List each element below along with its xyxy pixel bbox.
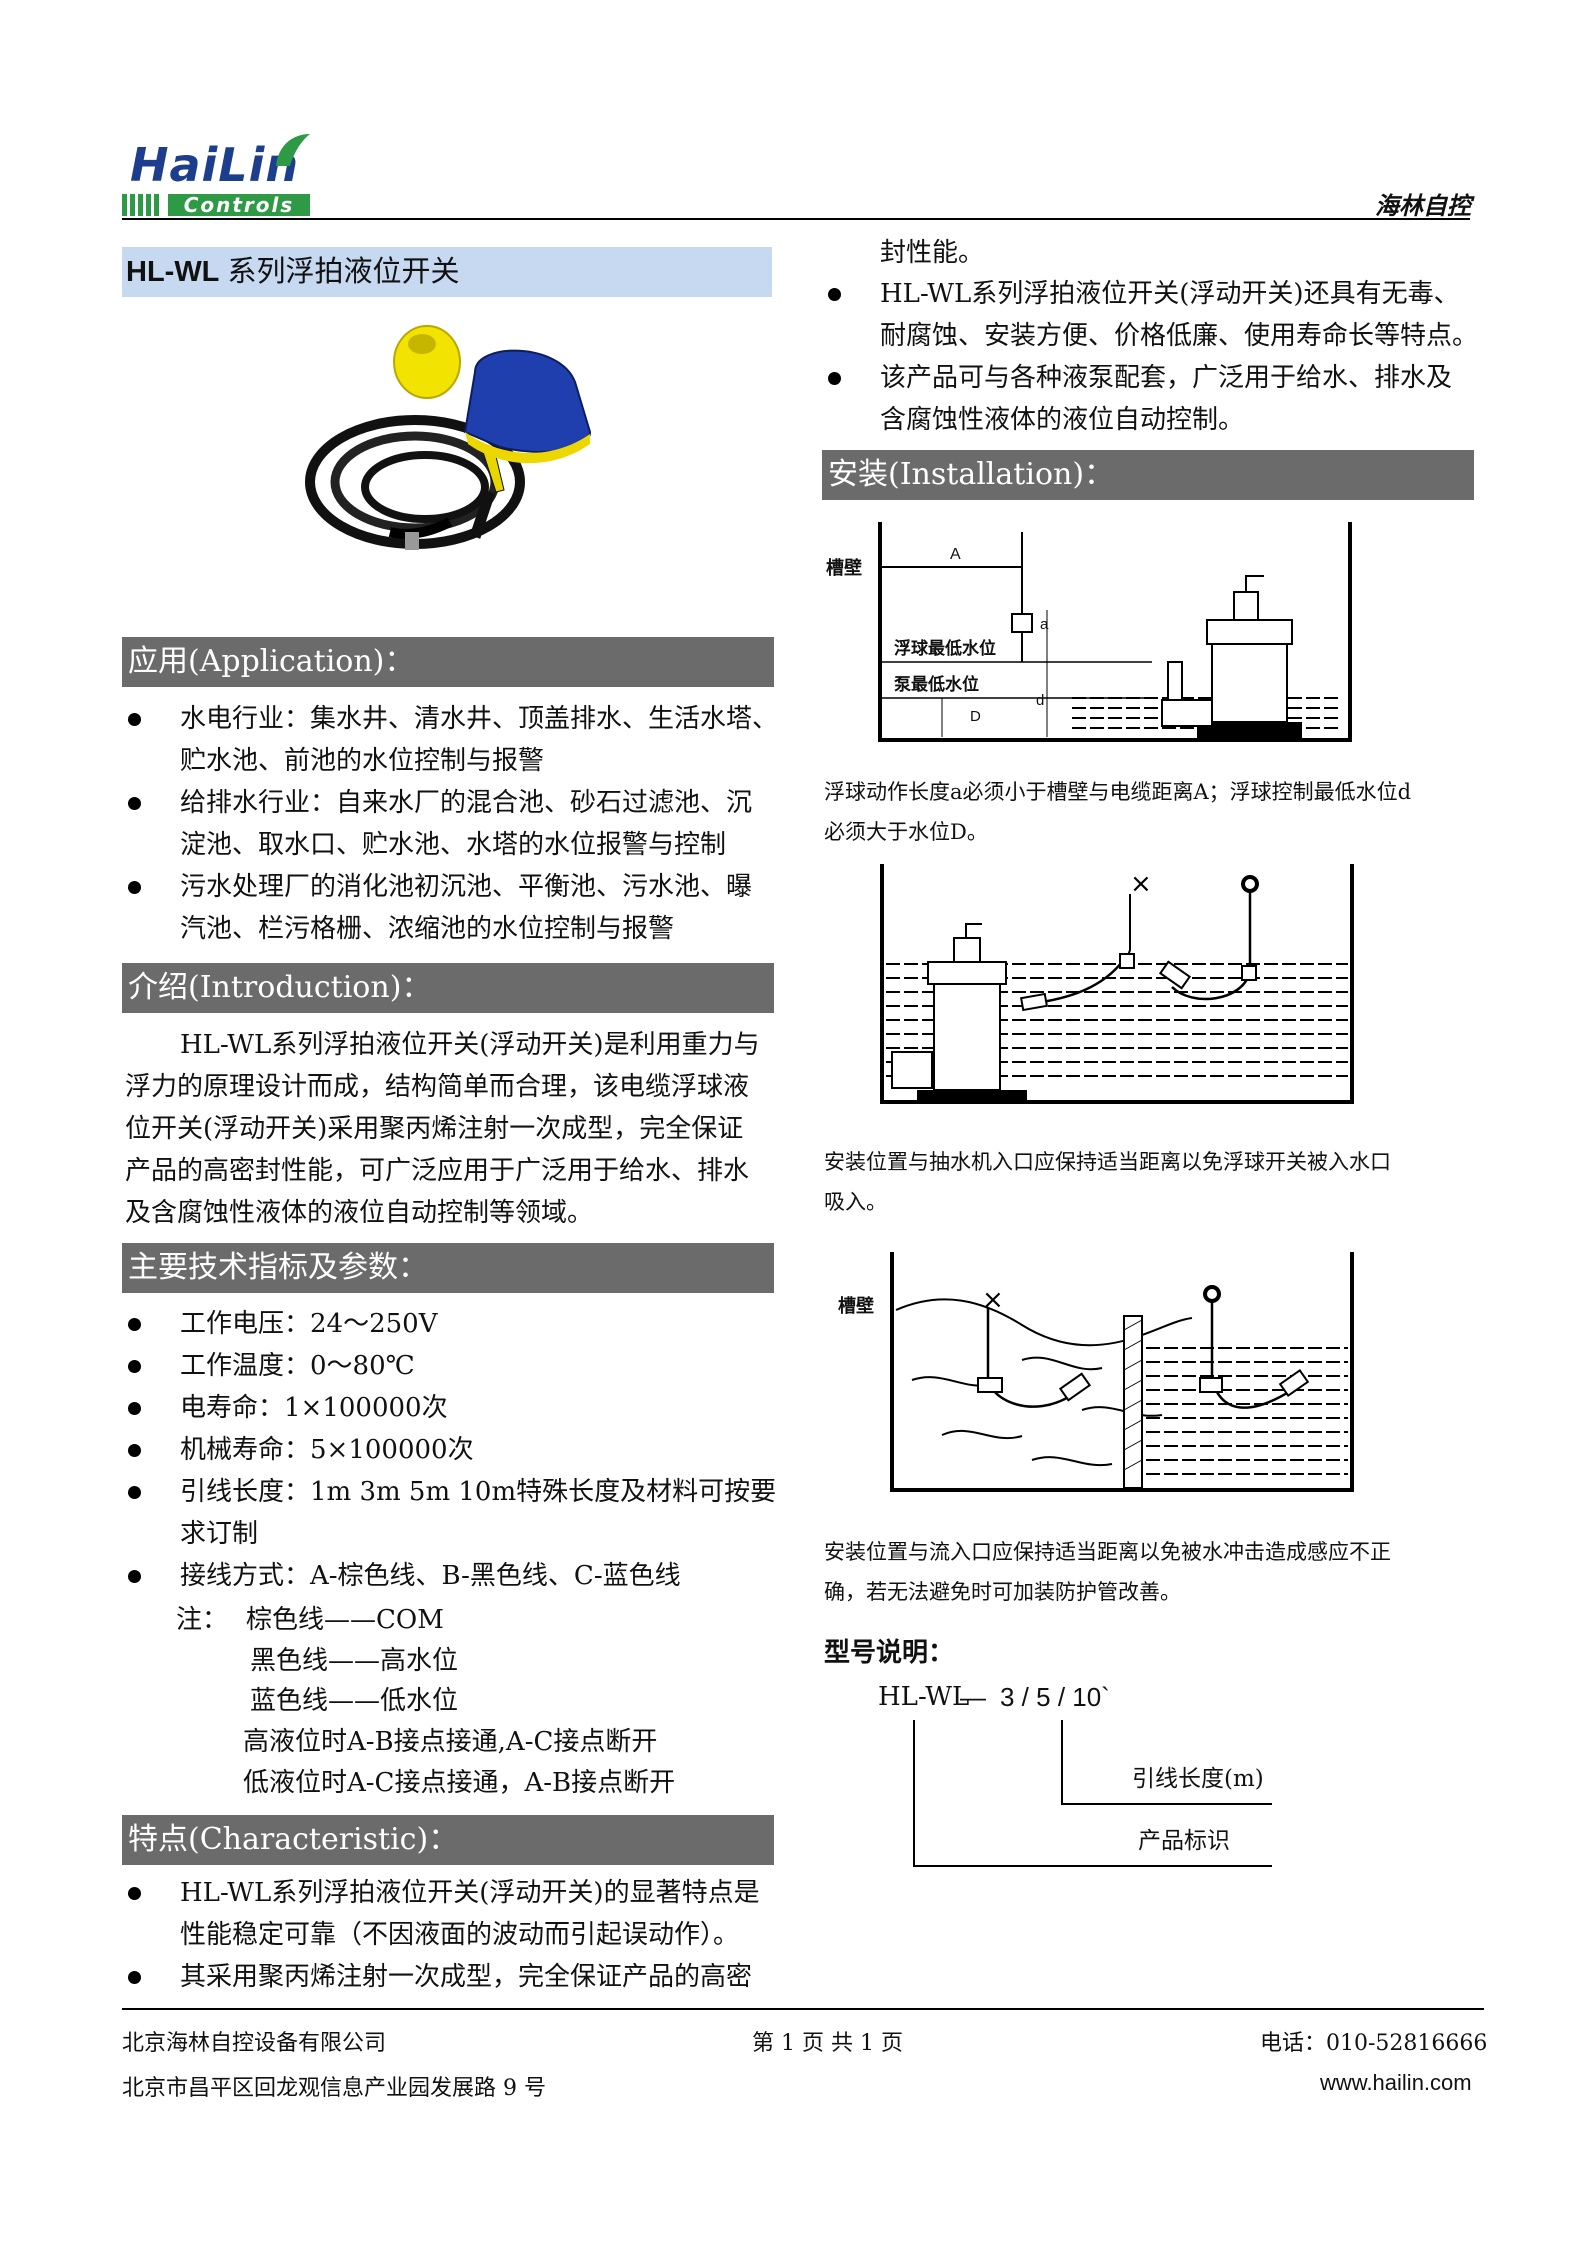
installation-caption-3: 安装位置与流入口应保持适当距离以免被水冲击造成感应不正 确，若无法避免时可加装防… [824, 1540, 1391, 1604]
footer-address: 北京市昌平区回龙观信息产业园发展路 9 号 [122, 2076, 546, 2101]
feature-item: 该产品可与各种液泵配套，广泛用于给水、排水及 含腐蚀性液体的液位自动控制。 [880, 363, 1453, 435]
section-installation: 安装(Installation)： [822, 450, 1474, 500]
model-code-dash: — [960, 1682, 986, 1712]
application-item: 水电行业：集水井、清水井、顶盖排水、生活水塔、 贮水池、前池的水位控制与报警 [180, 704, 779, 776]
diagram1-d: d [1036, 692, 1045, 709]
bullet-icon [128, 1887, 141, 1900]
section-application: 应用(Application)： [122, 637, 774, 687]
footer-page: 第 1 页 共 1 页 [752, 2031, 903, 2056]
installation-diagram-1 [878, 522, 1352, 742]
model-code-suffix: 3 / 5 / 10` [1000, 1682, 1110, 1712]
footer-company: 北京海林自控设备有限公司 [122, 2031, 387, 2056]
model-bracket-lines [913, 1720, 1272, 1867]
application-item: 给排水行业：自来水厂的混合池、砂石过滤池、沉 淀池、取水口、贮水池、水塔的水位报… [180, 788, 753, 860]
logo-stripes [122, 194, 162, 216]
diagram1-float-level: 浮球最低水位 [894, 639, 996, 658]
leaf-icon [276, 134, 310, 166]
bullet-icon [128, 1570, 141, 1583]
section-specs: 主要技术指标及参数： [122, 1243, 774, 1293]
svg-text:×: × [982, 1285, 1004, 1315]
bullet-icon [128, 1402, 141, 1415]
feature-item: HL-WL系列浮拍液位开关(浮动开关)还具有无毒、 耐腐蚀、安装方便、价格低廉、… [880, 279, 1479, 351]
page-title: HL-WL 系列浮拍液位开关 [122, 247, 772, 297]
model-code-prefix: HL-WL [878, 1682, 970, 1712]
bullet-icon [128, 1444, 141, 1457]
diagram1-small-a: a [1040, 616, 1049, 633]
spec-item: 接线方式：A-棕色线、B-黑色线、C-蓝色线 [180, 1561, 681, 1591]
footer-website[interactable]: www.hailin.com [1320, 2070, 1472, 2095]
svg-text:×: × [1130, 869, 1152, 899]
note-item: 蓝色线——低水位 [250, 1686, 459, 1716]
bullet-icon [128, 713, 141, 726]
section-features: 特点(Characteristic)： [122, 1815, 774, 1865]
diagram1-a-label: A [950, 546, 961, 563]
bullet-icon [828, 372, 841, 385]
note-item: 黑色线——高水位 [250, 1646, 459, 1676]
feature-item: 其采用聚丙烯注射一次成型，完全保证产品的高密 [180, 1962, 753, 1992]
footer-line [122, 2008, 1484, 2010]
model-heading: 型号说明： [824, 1637, 955, 1667]
diagram1-wall-label: 槽壁 [826, 558, 862, 578]
spec-item: 工作温度：0～80℃ [180, 1351, 415, 1381]
title-name: 系列浮拍液位开关 [219, 256, 460, 288]
logo-subtext: Controls [168, 194, 310, 216]
spec-item: 机械寿命：5×100000次 [180, 1435, 474, 1465]
bullet-icon [128, 797, 141, 810]
installation-diagram-3: × [890, 1252, 1354, 1492]
bullet-icon [128, 881, 141, 894]
installation-diagram-2: × [880, 864, 1354, 1104]
installation-caption-2: 安装位置与抽水机入口应保持适当距离以免浮球开关被入水口 吸入。 [824, 1150, 1391, 1214]
bullet-icon [828, 288, 841, 301]
note-label: 注： [176, 1605, 229, 1635]
feature-item: HL-WL系列浮拍液位开关(浮动开关)的显著特点是 性能稳定可靠（不因液面的波动… [180, 1878, 760, 1950]
diagram1-pump-level: 泵最低水位 [894, 675, 979, 694]
product-image [305, 325, 592, 550]
application-item: 污水处理厂的消化池初沉池、平衡池、污水池、曝 汽池、栏污格栅、浓缩池的水位控制与… [180, 872, 753, 944]
company-short: 海林自控 [1375, 193, 1471, 220]
model-product-id: 产品标识 [1138, 1828, 1230, 1854]
title-model: HL-WL [126, 256, 220, 288]
model-lead-length: 引线长度(m) [1132, 1766, 1264, 1792]
diagram3-wall-label: 槽壁 [838, 1296, 874, 1316]
spec-item: 工作电压：24～250V [180, 1309, 438, 1339]
section-introduction: 介绍(Introduction)： [122, 963, 774, 1013]
note-item: 棕色线——COM [246, 1605, 444, 1635]
note-item: 低液位时A-C接点接通，A-B接点断开 [243, 1768, 676, 1798]
logo: HaiLin Controls [122, 130, 312, 216]
bullet-icon [128, 1360, 141, 1373]
footer-phone: 电话：010-52816666 [1260, 2031, 1488, 2056]
introduction-text: HL-WL系列浮拍液位开关(浮动开关)是利用重力与 浮力的原理设计而成，结构简单… [125, 1030, 760, 1228]
feature-item-continued: 封性能。 [880, 238, 985, 268]
header-line [122, 218, 1470, 220]
bullet-icon [128, 1486, 141, 1499]
logo-text: HaiLin [130, 138, 300, 192]
bullet-icon [128, 1971, 141, 1984]
diagram1-D: D [970, 708, 981, 725]
spec-item: 电寿命：1×100000次 [180, 1393, 448, 1423]
installation-caption-1: 浮球动作长度a必须小于槽壁与电缆距离A；浮球控制最低水位d 必须大于水位D。 [824, 780, 1412, 844]
bullet-icon [128, 1318, 141, 1331]
note-item: 高液位时A-B接点接通,A-C接点断开 [243, 1727, 658, 1757]
spec-item: 引线长度：1m 3m 5m 10m特殊长度及材料可按要 求订制 [180, 1477, 777, 1549]
